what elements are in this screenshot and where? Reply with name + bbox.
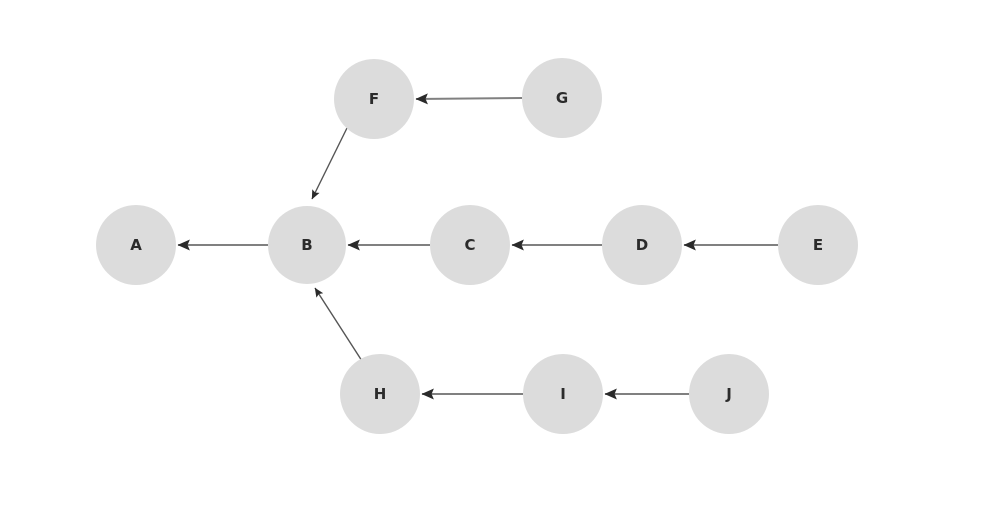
node-c-circle[interactable]: [430, 205, 510, 285]
node-f-circle[interactable]: [334, 59, 414, 139]
node-f[interactable]: F: [334, 59, 414, 139]
node-d[interactable]: D: [602, 205, 682, 285]
edge-h-to-b: [314, 287, 363, 362]
node-a[interactable]: A: [96, 205, 176, 285]
node-i-circle[interactable]: [523, 354, 603, 434]
node-h-circle[interactable]: [340, 354, 420, 434]
node-b-circle[interactable]: [268, 206, 346, 284]
node-c[interactable]: C: [430, 205, 510, 285]
node-b[interactable]: B: [268, 206, 346, 284]
edge-layer: [177, 93, 778, 400]
edge-f-to-b: [311, 127, 348, 200]
node-g-circle[interactable]: [522, 58, 602, 138]
node-e-circle[interactable]: [778, 205, 858, 285]
node-i[interactable]: I: [523, 354, 603, 434]
node-layer: A B C D E F G H: [96, 58, 858, 434]
node-j[interactable]: J: [689, 354, 769, 434]
node-j-circle[interactable]: [689, 354, 769, 434]
edge-g-to-f: [415, 93, 523, 105]
node-a-circle[interactable]: [96, 205, 176, 285]
node-h[interactable]: H: [340, 354, 420, 434]
node-d-circle[interactable]: [602, 205, 682, 285]
node-g[interactable]: G: [522, 58, 602, 138]
node-e[interactable]: E: [778, 205, 858, 285]
